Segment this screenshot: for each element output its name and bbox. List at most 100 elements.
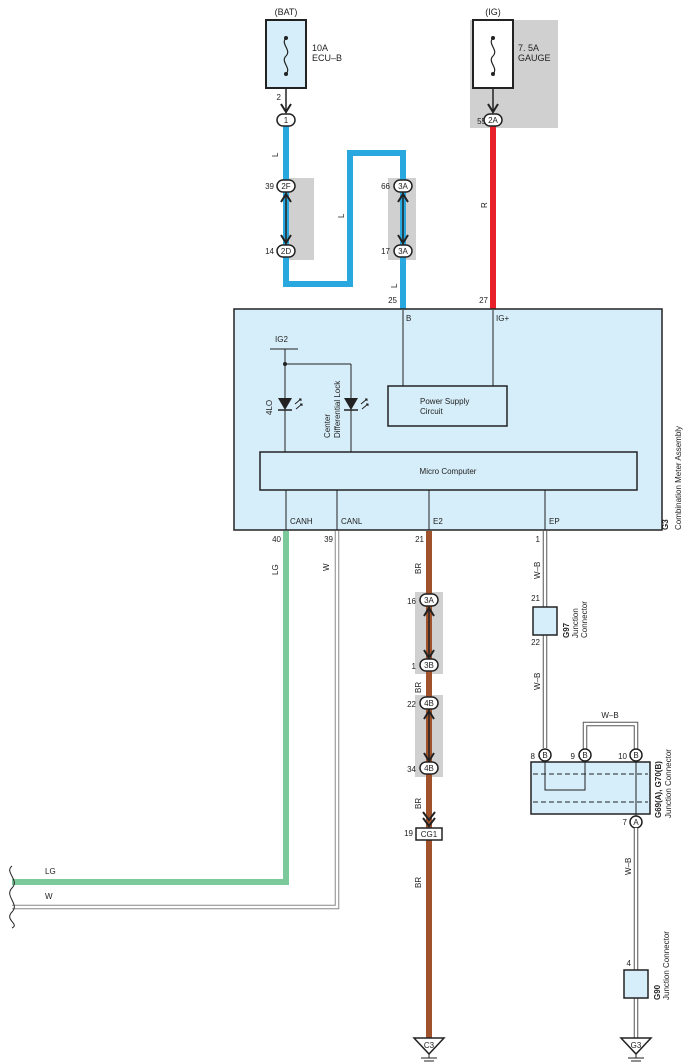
wire-wb-loop bbox=[582, 721, 639, 750]
jc-pin-10: 10 B bbox=[618, 748, 643, 762]
svg-text:39: 39 bbox=[265, 182, 274, 191]
conn-3b: 1 3B bbox=[412, 658, 439, 672]
power-supply-circuit bbox=[387, 385, 508, 427]
g90-pin: 4 bbox=[627, 959, 632, 968]
conn-4b-bottom: 34 4B bbox=[407, 761, 439, 775]
g69-code: G69(A), G70(B) bbox=[654, 761, 663, 818]
conn-cg1: 19 CG1 bbox=[404, 827, 443, 841]
wire-lg-label-vertical: LG bbox=[271, 564, 280, 575]
svg-text:1: 1 bbox=[412, 662, 417, 671]
svg-text:B: B bbox=[542, 751, 547, 760]
svg-text:C3: C3 bbox=[424, 1041, 435, 1050]
svg-text:A: A bbox=[633, 818, 639, 827]
ig-connector-arrow bbox=[487, 103, 499, 114]
g90-code: G90 bbox=[653, 984, 662, 1000]
bat-label: (BAT) bbox=[275, 7, 298, 17]
g90-connector bbox=[623, 969, 649, 999]
ep-pin-number: 1 bbox=[536, 535, 541, 544]
wire-lg bbox=[12, 531, 289, 885]
svg-text:14: 14 bbox=[265, 247, 274, 256]
wire-lg-label-horizontal: LG bbox=[45, 867, 56, 876]
svg-text:4B: 4B bbox=[424, 699, 434, 708]
led-4lo-label: 4LO bbox=[265, 400, 274, 415]
svg-text:2A: 2A bbox=[488, 116, 498, 125]
wire-br-label-1: BR bbox=[414, 563, 423, 574]
canl-pin-number: 39 bbox=[324, 535, 333, 544]
svg-text:66: 66 bbox=[381, 182, 390, 191]
bat-pin-number: 2 bbox=[277, 93, 282, 102]
ig-fuse bbox=[472, 19, 514, 89]
wire-wb-label-1: W–B bbox=[533, 562, 542, 579]
ground-g3-icon: G3 bbox=[619, 1037, 653, 1062]
g69-g70-connector bbox=[530, 761, 651, 815]
svg-text:3A: 3A bbox=[398, 247, 408, 256]
meter-pin-ig-label: IG+ bbox=[496, 314, 509, 323]
svg-text:4B: 4B bbox=[424, 764, 434, 773]
jc-pin-7: 7 A bbox=[623, 815, 643, 829]
bat-fuse-symbol bbox=[283, 37, 289, 75]
micro-computer bbox=[259, 451, 638, 491]
g97-connector bbox=[532, 606, 558, 636]
conn-3a-bottom: 17 3A bbox=[381, 244, 413, 258]
led-4lo-icon bbox=[278, 398, 303, 411]
meter-pin-b-label: B bbox=[406, 314, 411, 323]
psu-label-1: Power Supply bbox=[420, 397, 469, 406]
svg-text:G3: G3 bbox=[631, 1041, 642, 1050]
wire-wb-label-2: W–B bbox=[533, 673, 542, 690]
conn-4b-top: 22 4B bbox=[407, 696, 439, 710]
svg-text:34: 34 bbox=[407, 765, 416, 774]
svg-text:8: 8 bbox=[531, 752, 536, 761]
svg-text:CG1: CG1 bbox=[421, 830, 438, 839]
pin-canh-label: CANH bbox=[290, 517, 313, 526]
jc-pin-9: 9 B bbox=[571, 748, 592, 762]
bat-connector-arrow bbox=[280, 103, 292, 114]
svg-text:19: 19 bbox=[404, 829, 413, 838]
ig-fuse-symbol bbox=[490, 37, 496, 75]
conn-2f: 39 2F bbox=[265, 179, 296, 193]
svg-text:9: 9 bbox=[571, 752, 576, 761]
wire-l-label-1: L bbox=[271, 152, 280, 157]
g97-out-pin: 22 bbox=[531, 638, 540, 647]
conn-3a-top: 66 3A bbox=[381, 179, 413, 193]
svg-text:2F: 2F bbox=[281, 182, 290, 191]
micro-computer-label: Micro Computer bbox=[420, 467, 477, 476]
ig-fuse-name: GAUGE bbox=[518, 53, 551, 63]
svg-text:17: 17 bbox=[381, 247, 390, 256]
wire-r-label: R bbox=[480, 202, 489, 208]
jc-pin-8: 8 B bbox=[531, 748, 552, 762]
svg-text:3B: 3B bbox=[424, 661, 434, 670]
canh-pin-number: 40 bbox=[272, 535, 281, 544]
svg-text:3A: 3A bbox=[424, 596, 434, 605]
g97-name-2: Connector bbox=[580, 601, 589, 638]
wire-wb-label-3: W–B bbox=[624, 858, 633, 875]
svg-text:B: B bbox=[633, 751, 638, 760]
pin-ep-label: EP bbox=[549, 517, 560, 526]
g90-name: Junction Connector bbox=[662, 931, 671, 1000]
wire-br-label-2: BR bbox=[414, 682, 423, 693]
meter-pin-b-number: 25 bbox=[388, 296, 397, 305]
svg-text:1: 1 bbox=[284, 116, 289, 125]
g97-name-1: Junction bbox=[571, 608, 580, 638]
meter-pin-ig-number: 27 bbox=[479, 296, 488, 305]
meter-name: Combination Meter Assembly bbox=[674, 426, 683, 530]
svg-text:10: 10 bbox=[618, 752, 627, 761]
ig2-label: IG2 bbox=[275, 335, 288, 344]
svg-text:2D: 2D bbox=[281, 247, 291, 256]
g97-code: G97 bbox=[562, 622, 571, 638]
wire-br-label-4: BR bbox=[414, 877, 423, 888]
e2-pin-number: 21 bbox=[415, 535, 424, 544]
pin-e2-label: E2 bbox=[433, 517, 443, 526]
conn-bat-plug: 1 bbox=[276, 113, 296, 127]
svg-text:7: 7 bbox=[623, 818, 628, 827]
cg1-arrow bbox=[422, 811, 436, 828]
wire-l-label-3: L bbox=[390, 283, 399, 288]
bat-fuse-name: ECU–B bbox=[312, 53, 342, 63]
pin-canl-label: CANL bbox=[341, 517, 363, 526]
wire-break-mark bbox=[9, 865, 15, 929]
wire-wb-loop-label: W–B bbox=[601, 711, 618, 720]
bat-fuse-amp: 10A bbox=[312, 43, 328, 53]
g97-in-pin: 21 bbox=[531, 594, 540, 603]
led-2-label-2: Differential Lock bbox=[333, 380, 342, 438]
wire-w bbox=[12, 531, 339, 909]
